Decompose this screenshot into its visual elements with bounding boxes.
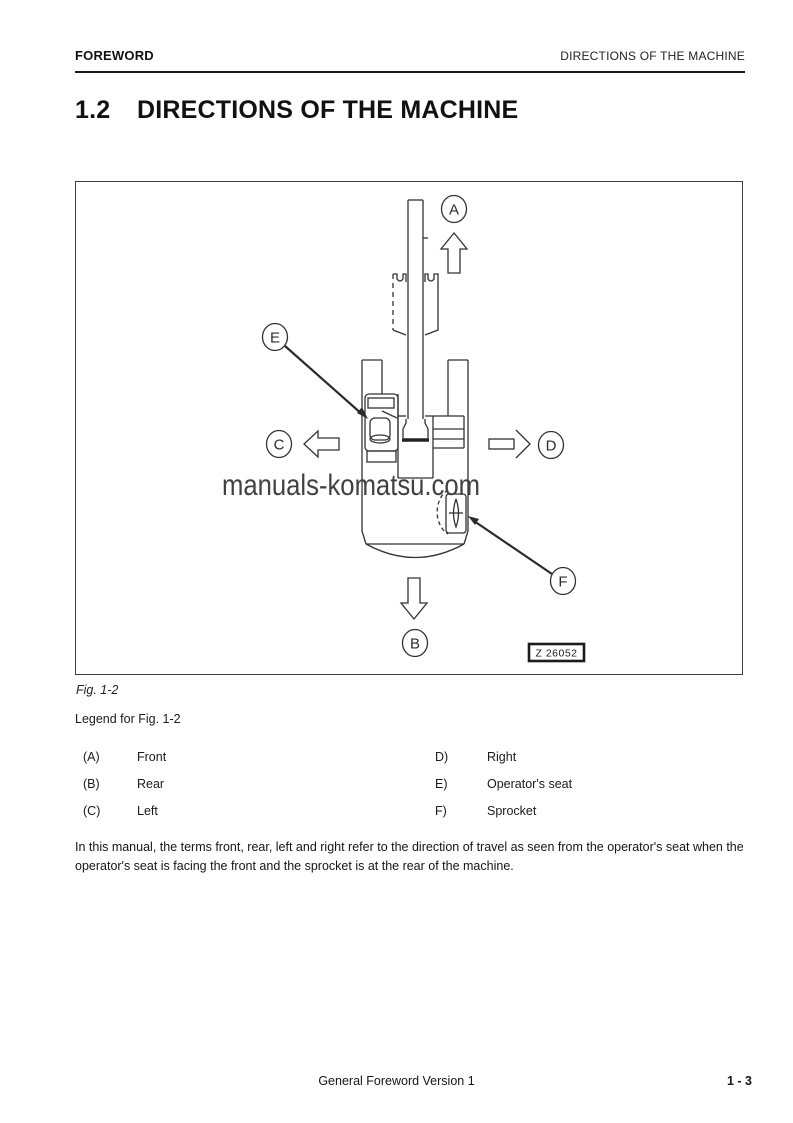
label-rear: B	[401, 628, 429, 658]
legend-key: (C)	[83, 804, 101, 818]
legend-key: (B)	[83, 777, 100, 791]
legend-row: (C) Left F) Sprocket	[75, 798, 747, 825]
footer-version: General Foreword Version 1	[318, 1074, 475, 1088]
legend-row: (B) Rear E) Operator's seat	[75, 771, 747, 798]
watermark-text: manuals-komatsu.com	[222, 469, 480, 502]
label-front: A	[440, 194, 468, 224]
footer-page-number: 1 - 3	[726, 1074, 752, 1088]
boom-mount-block	[397, 394, 434, 479]
cab-window	[367, 397, 395, 409]
figure-frame: A B C D E F manuals-koma	[75, 181, 743, 675]
label-operator-seat: E	[261, 322, 289, 352]
arrow-left	[303, 429, 340, 459]
legend-value: Sprocket	[487, 804, 537, 818]
body-paragraph: In this manual, the terms front, rear, l…	[75, 840, 744, 873]
label-left: C	[265, 429, 293, 459]
legend-value: Left	[137, 804, 158, 818]
figure-code-text: Z 26052	[535, 648, 577, 660]
legend-value: Rear	[137, 777, 165, 791]
sprocket	[436, 489, 467, 535]
label-rear-letter: B	[410, 636, 420, 653]
page-title: 1.2 DIRECTIONS OF THE MACHINE	[75, 96, 518, 125]
label-right-letter: D	[546, 438, 557, 455]
boom-lines	[407, 199, 428, 419]
legend-value: Operator's seat	[487, 777, 573, 791]
figure-caption: Fig. 1-2	[76, 683, 119, 697]
legend-key: F)	[435, 804, 447, 818]
leader-operator-seat	[284, 345, 368, 419]
legend-key: D)	[435, 750, 449, 764]
figure-code-box: Z 26052	[527, 642, 586, 663]
header-rule	[75, 71, 745, 73]
operator-cab	[364, 393, 399, 463]
label-sprocket: F	[549, 566, 577, 596]
legend-row: (A) Front D) Right	[75, 744, 747, 771]
legend-heading: Legend for Fig. 1-2	[75, 712, 181, 726]
leader-sprocket	[468, 516, 553, 575]
bucket-forks	[392, 273, 439, 336]
label-operator-seat-letter: E	[270, 330, 280, 347]
section-number: 1.2	[75, 96, 111, 124]
machine-body	[361, 359, 469, 559]
counterweight-arc	[365, 543, 465, 559]
label-left-letter: C	[274, 437, 285, 454]
legend-key: E)	[435, 777, 448, 791]
legend-value: Front	[137, 750, 167, 764]
label-right: D	[537, 430, 565, 460]
arrow-up	[439, 231, 469, 274]
legend-value: Right	[487, 750, 517, 764]
engine-block	[433, 415, 465, 449]
seat	[369, 417, 391, 441]
arrow-down	[399, 577, 429, 621]
header-chapter: DIRECTIONS OF THE MACHINE	[560, 49, 745, 63]
label-front-letter: A	[449, 202, 459, 219]
machine-direction-diagram: A B C D E F manuals-koma	[222, 194, 586, 663]
legend-key: (A)	[83, 750, 100, 764]
header-section: FOREWORD	[75, 48, 154, 63]
arrow-right	[488, 429, 531, 459]
label-sprocket-letter: F	[558, 574, 567, 591]
section-title-text: DIRECTIONS OF THE MACHINE	[137, 96, 519, 124]
legend-table: (A) Front D) Right (B) Rear E) Operator'…	[75, 744, 747, 825]
